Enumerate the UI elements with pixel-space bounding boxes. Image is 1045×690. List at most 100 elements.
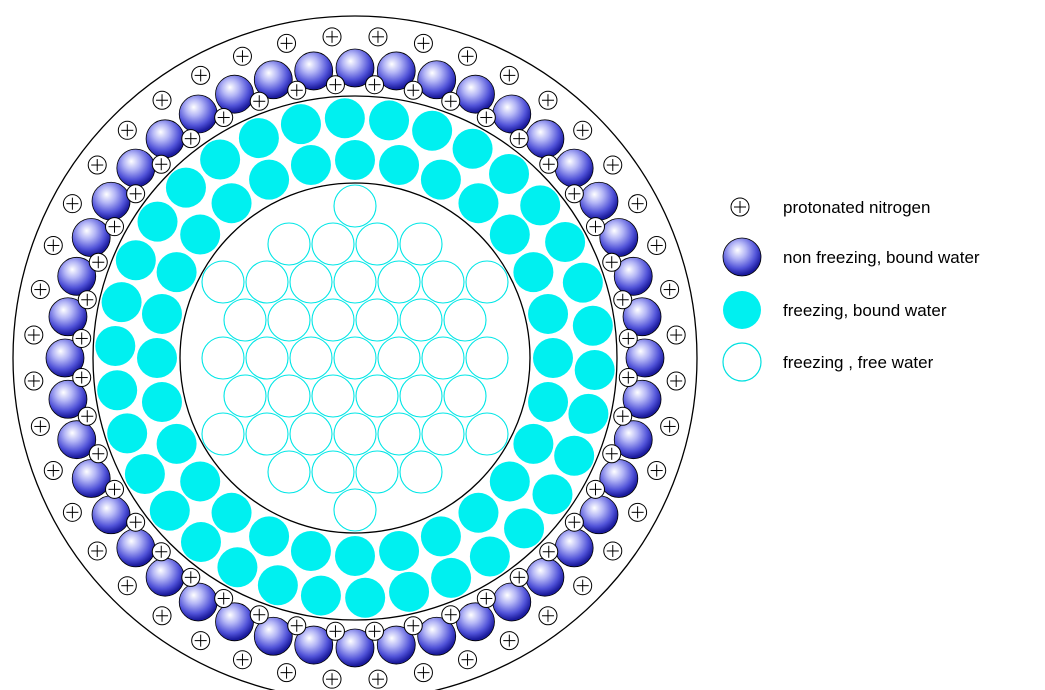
free-water-molecule xyxy=(377,260,421,304)
free-water-molecule xyxy=(201,260,245,304)
plus-circle-icon xyxy=(191,631,211,651)
non-freezing-water-sphere xyxy=(71,218,111,257)
non-freezing-water-sphere xyxy=(91,495,131,535)
plus-circle-icon xyxy=(214,588,234,608)
filled-cyan-circle-icon xyxy=(723,291,761,329)
bound-water-molecule xyxy=(249,159,290,200)
plus-circle-icon xyxy=(87,541,107,561)
plus-circle-icon xyxy=(322,669,342,689)
non-freezing-water-sphere xyxy=(335,48,375,88)
plus-circle-icon xyxy=(72,368,92,388)
bound-water-molecule xyxy=(545,222,586,263)
bound-water-molecule xyxy=(107,413,148,454)
free-water-molecule xyxy=(333,412,377,456)
bound-water-molecule xyxy=(211,492,252,533)
plus-circle-icon xyxy=(152,90,172,110)
plus-circle-icon xyxy=(43,461,63,481)
bound-water-molecule xyxy=(156,252,197,293)
free-water-molecule xyxy=(201,412,245,456)
plus-circle-icon xyxy=(441,91,461,111)
bound-water-molecule xyxy=(520,185,561,226)
plus-circle-icon xyxy=(88,252,108,272)
bound-water-molecule xyxy=(489,461,530,502)
bound-water-molecule xyxy=(469,536,510,577)
bound-water-molecule xyxy=(95,326,136,367)
non-freezing-water-sphere xyxy=(91,181,131,221)
plus-circle-icon xyxy=(602,444,622,464)
non-freezing-water-sphere xyxy=(579,181,619,221)
free-water-molecule xyxy=(333,260,377,304)
free-water-molecule xyxy=(333,184,377,228)
plus-circle-icon xyxy=(413,33,433,53)
plus-circle-icon xyxy=(232,46,252,66)
free-water-molecule xyxy=(267,374,311,418)
non-freezing-water-sphere xyxy=(554,528,594,568)
free-water-molecule xyxy=(377,412,421,456)
free-water-molecule xyxy=(465,260,509,304)
blue-sphere-icon xyxy=(722,237,762,277)
non-freezing-water-sphere xyxy=(613,420,653,460)
non-freezing-water-sphere xyxy=(178,582,218,622)
plus-circle-icon xyxy=(458,650,478,670)
non-freezing-water-sphere xyxy=(215,602,254,642)
free-water-molecule xyxy=(465,412,509,456)
bound-water-molecule xyxy=(324,98,365,139)
plus-circle-icon xyxy=(249,605,269,625)
plus-circle-icon xyxy=(476,108,496,128)
plus-circle-icon xyxy=(322,27,342,47)
plus-circle-icon xyxy=(403,80,423,100)
bound-layer-boundary xyxy=(92,95,618,621)
non-freezing-water-sphere xyxy=(579,495,619,535)
free-water-molecule xyxy=(223,298,267,342)
bound-water-molecule xyxy=(141,382,182,423)
plus-circle-icon xyxy=(325,75,345,95)
free-water-region xyxy=(201,184,509,532)
plus-circle-icon xyxy=(24,371,44,391)
bound-water-molecule xyxy=(572,305,613,346)
plus-circle-icon xyxy=(618,328,638,348)
plus-circle-icon xyxy=(603,155,623,175)
free-water-molecule xyxy=(355,298,399,342)
bound-water-molecule xyxy=(180,522,221,563)
legend-label: freezing, bound water xyxy=(783,301,947,320)
plus-circle-icon xyxy=(43,235,63,255)
bound-water-molecule xyxy=(412,110,453,151)
plus-circle-icon xyxy=(458,46,478,66)
bound-water-molecule xyxy=(335,140,375,180)
free-water-molecule xyxy=(289,412,333,456)
plus-circle-icon xyxy=(564,512,584,532)
plus-circle-icon xyxy=(628,194,648,214)
plus-circle-icon xyxy=(585,217,605,237)
plus-circle-icon xyxy=(30,416,50,436)
plus-circle-icon xyxy=(647,235,667,255)
legend-label: protonated nitrogen xyxy=(783,198,930,217)
non-freezing-water-sphere xyxy=(145,557,185,597)
non-freezing-water-sphere xyxy=(253,616,293,656)
non-freezing-water-sphere xyxy=(116,148,156,188)
free-water-molecule xyxy=(399,298,443,342)
bound-water-molecule xyxy=(513,252,554,293)
free-water-molecule xyxy=(245,412,289,456)
plus-circle-icon xyxy=(413,663,433,683)
outer-pore-wall xyxy=(12,15,698,690)
bound-water-molecule xyxy=(452,128,493,169)
bound-water-molecule xyxy=(379,531,420,572)
bound-water-molecule xyxy=(574,349,615,390)
non-freezing-water-sphere xyxy=(492,94,532,134)
bound-water-molecule xyxy=(389,571,430,612)
free-water-molecule xyxy=(201,336,245,380)
free-water-molecule xyxy=(443,298,487,342)
non-freezing-water-sphere xyxy=(253,60,293,100)
non-freezing-water-sphere xyxy=(294,51,334,91)
bound-water-molecule xyxy=(300,575,341,616)
plus-circle-icon xyxy=(152,606,172,626)
plus-circle-icon xyxy=(77,290,97,310)
bound-water-molecule xyxy=(124,453,165,494)
free-water-molecule xyxy=(399,374,443,418)
plus-circle-icon xyxy=(730,197,750,217)
non-freezing-water-sphere xyxy=(178,94,218,134)
bound-water-molecule xyxy=(345,577,386,618)
plus-circle-icon xyxy=(105,217,125,237)
plus-circle-icon xyxy=(476,588,496,608)
non-freezing-water-sphere xyxy=(456,602,495,642)
